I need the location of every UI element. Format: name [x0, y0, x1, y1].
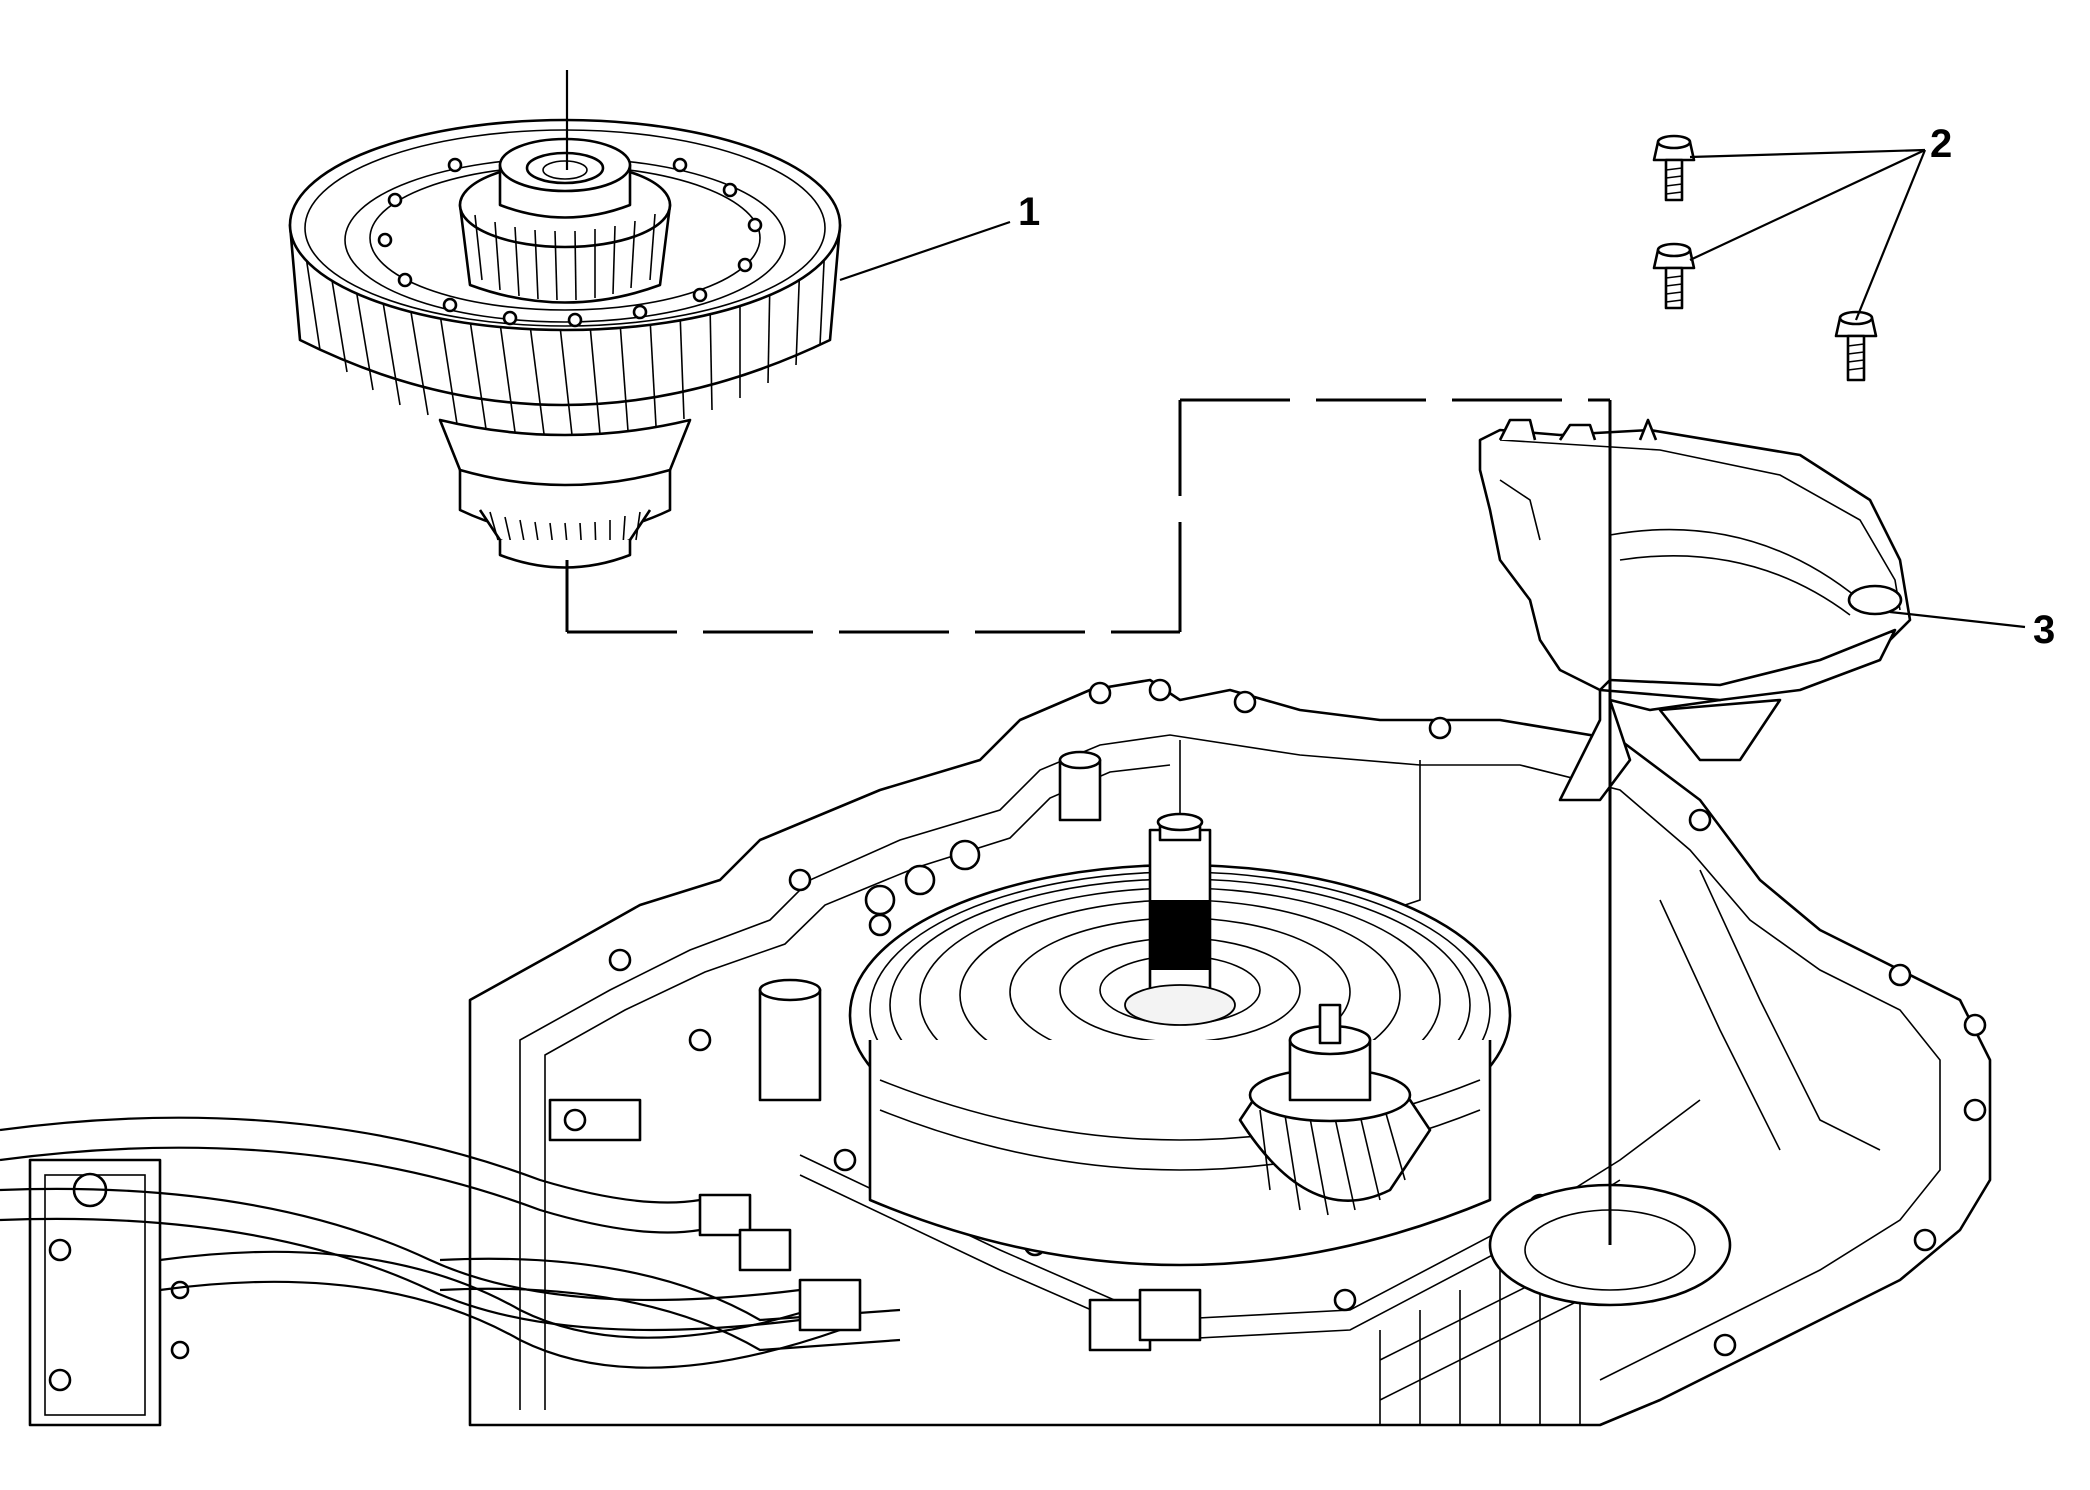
wiring-harness: [0, 1116, 1202, 1369]
flange-bolt-holes: [608, 678, 1987, 1357]
leader-lines: [565, 70, 2026, 629]
callout-1: 1: [1018, 190, 1040, 234]
ring-gear-teeth-face: [304, 241, 826, 436]
input-shaft: [1124, 812, 1236, 1026]
bolt-2: [1652, 242, 1696, 310]
upper-bearing-rollers: [474, 213, 656, 301]
bolt-1: [1652, 134, 1696, 202]
ring-gear-bolt-holes: [377, 157, 763, 328]
bolt-3: [1834, 310, 1878, 382]
callout-labels: 1 2 3: [1018, 122, 2055, 652]
valve-body-side: [28, 1158, 190, 1427]
case-bosses: [548, 750, 1102, 1142]
differential-assembly: [288, 118, 842, 569]
callout-3: 3: [2033, 608, 2055, 652]
helical-pinion-gear: [1238, 1003, 1432, 1216]
callout-2: 2: [1930, 122, 1952, 166]
installation-path: [565, 398, 1612, 1245]
